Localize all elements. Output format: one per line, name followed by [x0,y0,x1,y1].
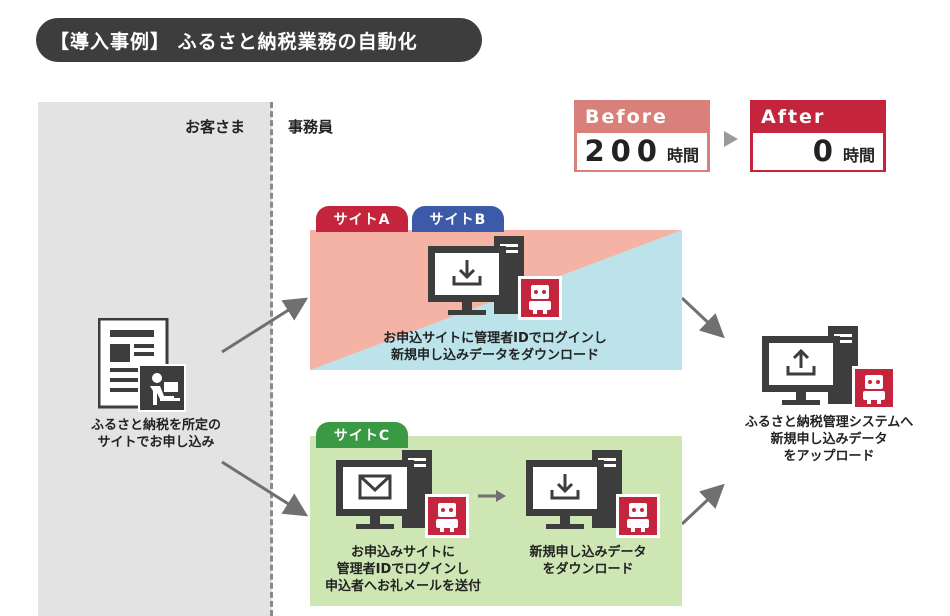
arrow-icon [680,296,725,339]
customer-caption-line: サイトでお申し込み [97,435,215,450]
lane-divider [270,102,273,616]
upload-caption: ふるさと納税管理システムへ 新規申し込みデータ をアップロード [724,414,934,465]
robot-icon [425,494,469,538]
customer-caption-line: ふるさと納税を所定の [90,418,221,433]
robot-icon [852,366,896,410]
site-c-caption-1: お申込みサイトに 管理者IDでログインし 申込者へお礼メールを送付 [318,544,488,595]
staff-lane-label: 事務員 [288,118,334,136]
after-unit: 時間 [842,146,875,165]
customer-lane-label: お客さま [185,118,246,136]
tag-site-c: サイトC [316,422,408,448]
download-icon [452,260,482,286]
upload-caption-line: 新規申し込みデータ [770,432,888,447]
computer-icon [336,450,432,529]
before-box: Before 200 時間 [574,100,710,172]
page-title: 【導入事例】 ふるさと納税業務の自動化 [36,18,482,62]
after-body: 0 時間 [753,133,883,170]
computer-icon [428,236,524,315]
step-arrow-icon [478,490,506,502]
robot-icon [518,276,562,320]
robot-figure [436,503,458,532]
customer-caption: ふるさと納税を所定の サイトでお申し込み [56,417,256,451]
before-label: Before [577,103,707,133]
download-icon [550,474,580,500]
site-ab-caption-line: 新規申し込みデータをダウンロード [390,348,599,363]
person-at-desk-icon [138,364,186,412]
site-c-caption-2: 新規申し込みデータ をダウンロード [508,544,668,578]
site-c-caption-line: お申込みサイトに [350,545,455,560]
before-after-arrow-icon [724,131,738,147]
arrow-icon [221,460,309,517]
upload-caption-line: をアップロード [783,449,875,464]
arrow-icon [221,297,309,354]
upload-caption-line: ふるさと納税管理システムへ [744,415,914,430]
mail-icon [358,474,392,500]
page-title-text: 【導入事例】 ふるさと納税業務の自動化 [50,30,418,53]
after-box: After 0 時間 [750,100,886,172]
site-c-caption-line: をダウンロード [542,562,634,577]
robot-figure [863,375,885,404]
site-ab-caption-line: お申込サイトに管理者IDでログインし [383,331,607,346]
before-unit: 時間 [666,146,699,165]
before-value: 200 [584,134,663,168]
robot-figure [627,503,649,532]
arrow-icon [680,483,725,526]
site-c-caption-line: 管理者IDでログインし [336,562,470,577]
after-label: After [753,103,883,133]
robot-icon [616,494,660,538]
site-c-caption-line: 申込者へお礼メールを送付 [324,579,481,594]
before-body: 200 時間 [577,133,707,170]
after-value: 0 [812,134,839,168]
tag-site-b: サイトB [412,206,504,232]
tag-site-a: サイトA [316,206,408,232]
robot-figure [529,285,551,314]
computer-icon [526,450,622,529]
site-c-caption-line: 新規申し込みデータ [529,545,647,560]
site-ab-caption: お申込サイトに管理者IDでログインし 新規申し込みデータをダウンロード [330,330,660,364]
upload-icon [786,348,816,376]
